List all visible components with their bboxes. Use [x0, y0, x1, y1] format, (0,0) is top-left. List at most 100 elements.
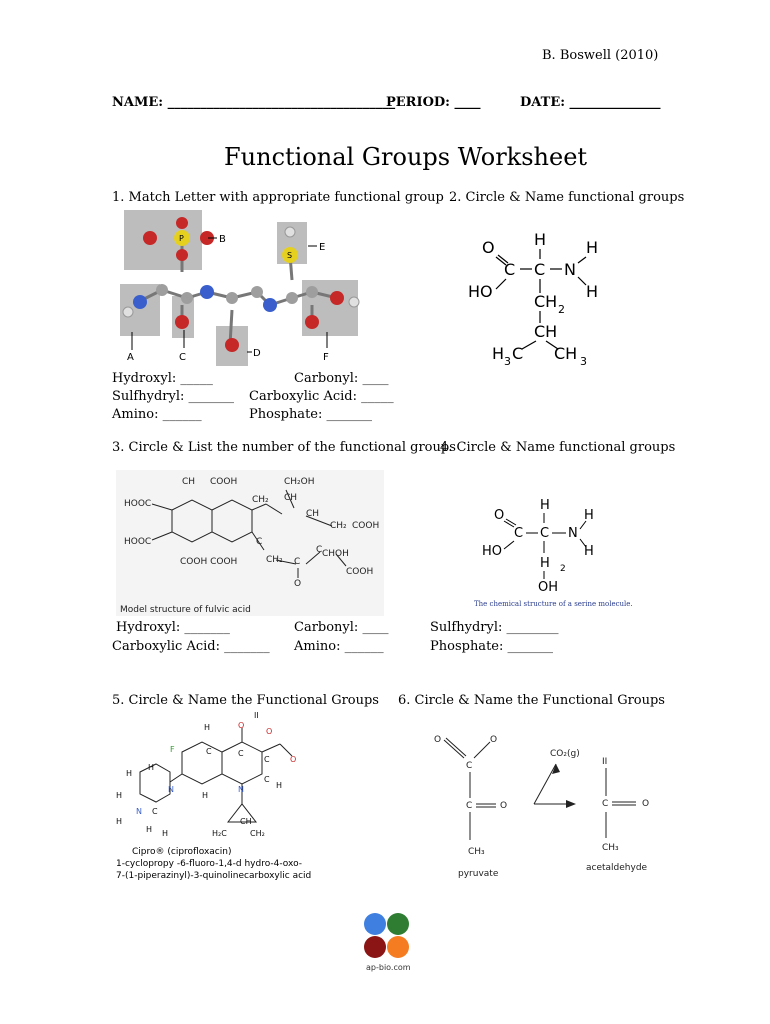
q3-answer-phosphate[interactable]: Phosphate: _______ — [430, 639, 553, 654]
q1-answer-carboxylic-acid[interactable]: Carboxylic Acid: _____ — [249, 389, 394, 404]
svg-text:C: C — [504, 260, 515, 279]
svg-text:CH₂: CH₂ — [330, 521, 347, 531]
q4-serine-structure: H O H C C N HO H H CH 2 OH — [482, 498, 594, 595]
svg-text:II: II — [602, 757, 607, 767]
svg-text:N: N — [136, 807, 142, 816]
svg-text:H: H — [586, 238, 598, 257]
svg-text:CH: CH — [554, 344, 577, 363]
svg-text:C: C — [256, 537, 262, 547]
q1-answer-sulfhydryl[interactable]: Sulfhydryl: _______ — [112, 389, 235, 404]
svg-text:HO: HO — [468, 282, 493, 301]
highlight-boxes — [120, 210, 358, 366]
date-field[interactable]: DATE: ______________ — [520, 95, 661, 110]
svg-text:O: O — [434, 735, 441, 745]
q5-caption: Cipro® (ciprofloxacin) 1-cyclopropy -6-f… — [116, 846, 311, 882]
svg-text:C: C — [534, 260, 545, 279]
atom-balls — [122, 217, 360, 352]
svg-text:CH₃: CH₃ — [468, 847, 485, 857]
svg-text:2: 2 — [560, 564, 566, 574]
svg-text:C: C — [264, 775, 270, 784]
label-c: C — [179, 352, 186, 363]
q2-leucine-structure: O H H C C N HO H CH 2 CH H 3 C CH 3 — [468, 230, 598, 368]
acetaldehyde-label: acetaldehyde — [586, 863, 648, 873]
svg-text:CH: CH — [534, 292, 557, 311]
q3-answer-sulfhydryl[interactable]: Sulfhydryl: ________ — [430, 620, 559, 635]
svg-text:O: O — [642, 799, 649, 809]
q6-decarboxylation-figure: O O CO₂(g) II C O C C O CH₃ CH₃ pyruvate… — [434, 735, 649, 879]
q1-answer-phosphate[interactable]: Phosphate: _______ — [249, 407, 372, 422]
svg-text:CO₂(g): CO₂(g) — [550, 749, 580, 759]
svg-text:CH: CH — [306, 509, 319, 519]
q3-answer-hydroxyl[interactable]: Hydroxyl: _______ — [116, 620, 230, 635]
svg-text:HO: HO — [482, 544, 502, 559]
name-field[interactable]: NAME: __________________________________… — [112, 95, 396, 110]
svg-text:O: O — [494, 508, 504, 523]
q2-prompt: 2. Circle & Name functional groups — [449, 190, 685, 205]
svg-text:H: H — [540, 498, 550, 513]
q3-prompt: 3. Circle & List the number of the funct… — [112, 440, 456, 455]
q1-answer-amino[interactable]: Amino: ______ — [112, 407, 202, 422]
svg-text:H: H — [586, 282, 598, 301]
svg-text:CH₂: CH₂ — [250, 829, 265, 838]
svg-text:O: O — [238, 721, 244, 730]
logo-blue-leaf — [364, 913, 386, 935]
svg-text:CH: CH — [182, 477, 195, 487]
svg-text:N: N — [568, 526, 578, 541]
svg-text:O: O — [490, 735, 497, 745]
svg-text:CH₂: CH₂ — [266, 555, 283, 565]
svg-text:H: H — [584, 544, 594, 559]
svg-text:H: H — [534, 230, 546, 249]
svg-text:3: 3 — [580, 355, 587, 368]
label-e: E — [319, 242, 325, 253]
q6-prompt: 6. Circle & Name the Functional Groups — [398, 693, 665, 708]
svg-text:H: H — [146, 825, 152, 834]
svg-text:C: C — [514, 526, 523, 541]
q3-answer-carbonyl[interactable]: Carbonyl: ____ — [294, 620, 389, 635]
q1-prompt: 1. Match Letter with appropriate functio… — [112, 190, 444, 205]
svg-text:H: H — [126, 769, 132, 778]
svg-text:O: O — [290, 755, 296, 764]
logo-text: ap-bio.com — [366, 963, 411, 972]
svg-text:CH₂: CH₂ — [252, 495, 269, 505]
svg-text:C: C — [466, 801, 472, 811]
svg-text:II: II — [254, 712, 259, 720]
svg-text:COOH: COOH — [346, 567, 373, 577]
svg-text:C: C — [540, 526, 549, 541]
svg-text:C: C — [264, 755, 270, 764]
svg-text:CH₂OH: CH₂OH — [284, 477, 315, 487]
svg-text:H: H — [116, 817, 122, 826]
svg-text:C: C — [206, 747, 212, 756]
author-credit: B. Boswell (2010) — [542, 48, 659, 63]
svg-text:O: O — [500, 801, 507, 811]
q5-caption-line-1: Cipro® (ciprofloxacin) — [132, 847, 232, 857]
svg-text:N: N — [564, 260, 576, 279]
svg-text:H: H — [202, 791, 208, 800]
label-d: D — [253, 348, 261, 359]
svg-text:CH: CH — [284, 493, 297, 503]
svg-text:O: O — [482, 238, 495, 257]
logo-green-leaf — [387, 913, 409, 935]
svg-text:COOH COOH: COOH COOH — [180, 557, 237, 567]
svg-text:C: C — [512, 344, 523, 363]
svg-text:N: N — [168, 785, 174, 794]
page-title: Functional Groups Worksheet — [224, 143, 588, 171]
q3-answer-carboxylic-acid[interactable]: Carboxylic Acid: _______ — [112, 639, 270, 654]
svg-text:H: H — [584, 508, 594, 523]
q4-prompt: 4. Circle & Name functional groups — [440, 440, 676, 455]
logo-orange-leaf — [387, 936, 409, 958]
q1-answer-carbonyl[interactable]: Carbonyl: ____ — [294, 371, 389, 386]
svg-text:N: N — [238, 785, 244, 794]
svg-text:H: H — [276, 781, 282, 790]
svg-text:C: C — [316, 545, 322, 555]
svg-text:C: C — [602, 799, 608, 809]
q3-answer-amino[interactable]: Amino: ______ — [294, 639, 384, 654]
svg-text:CHOH: CHOH — [322, 549, 349, 559]
q1-answer-hydroxyl[interactable]: Hydroxyl: _____ — [112, 371, 213, 386]
svg-text:CH₃: CH₃ — [602, 843, 619, 853]
svg-text:H: H — [540, 556, 550, 571]
svg-text:2: 2 — [558, 303, 565, 316]
svg-text:H: H — [204, 723, 210, 732]
period-field[interactable]: PERIOD: ____ — [386, 95, 481, 110]
atom-s-label: S — [287, 251, 292, 260]
svg-text:O: O — [294, 579, 301, 589]
